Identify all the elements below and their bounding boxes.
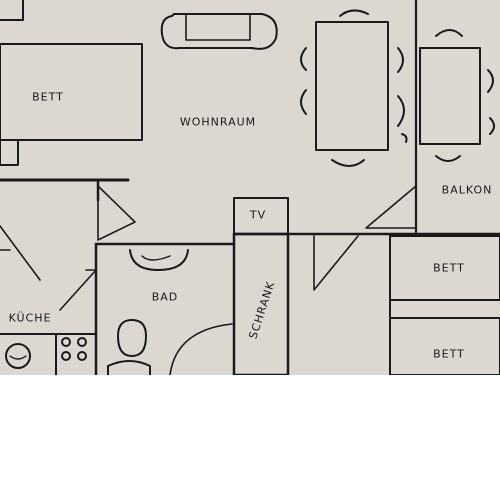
chair-left-1: [300, 47, 307, 71]
kitchen-door: [59, 269, 97, 311]
sofa-back: [185, 13, 251, 41]
bath-toilet-seat: [107, 360, 151, 375]
balcony-chair-bottom: [435, 155, 461, 162]
balcony-chair-right: [487, 69, 494, 93]
label-wohnraum: WOHNRAUM: [179, 115, 257, 129]
kitchen-left-wedge: [0, 225, 41, 281]
door-swing-left: [97, 185, 136, 241]
bed-right-lower: [389, 317, 500, 375]
bath-toilet: [117, 319, 147, 357]
floor-plan-sheet: BETT WOHNRAUM BALKON TV BETT BETT BAD KÜ…: [0, 0, 500, 375]
closet-top-left: [0, 0, 24, 21]
door-hall: [313, 235, 359, 291]
chair-right-2: [397, 95, 405, 127]
label-kueche: KÜCHE: [8, 311, 52, 325]
bath-door: [169, 323, 233, 375]
chair-right-3: [401, 133, 408, 143]
wardrobe: [232, 232, 290, 375]
bed-top-left: [0, 43, 143, 141]
balcony-chair-top: [435, 29, 463, 37]
stove-burner-2: [77, 337, 87, 347]
label-bett-top-left: BETT: [32, 90, 64, 104]
kitchen-sink: [5, 343, 31, 369]
chair-top: [339, 9, 369, 17]
stove-burner-4: [77, 351, 87, 361]
label-bett-right-upper: BETT: [433, 261, 465, 275]
chair-right-1: [397, 47, 404, 73]
bath-sink-inner: [141, 255, 171, 261]
bed-top-left-base: [0, 139, 19, 166]
label-bad: BAD: [151, 290, 179, 304]
chair-bottom: [331, 159, 365, 167]
label-balkon: BALKON: [441, 183, 493, 197]
sofa: [160, 13, 278, 50]
balcony-table: [419, 47, 481, 145]
bath-sink: [129, 249, 189, 271]
chair-left-2: [300, 89, 307, 115]
floor-plan-drawing: [0, 0, 500, 375]
balcony-chair-right2: [489, 117, 495, 135]
stove-burner-1: [61, 337, 71, 347]
dining-table: [315, 21, 389, 151]
label-tv: TV: [249, 208, 267, 222]
label-bett-right-lower: BETT: [433, 347, 465, 361]
balcony-door: [365, 185, 417, 229]
stove-burner-3: [61, 351, 71, 361]
kitchen-sink-inner: [9, 355, 27, 360]
